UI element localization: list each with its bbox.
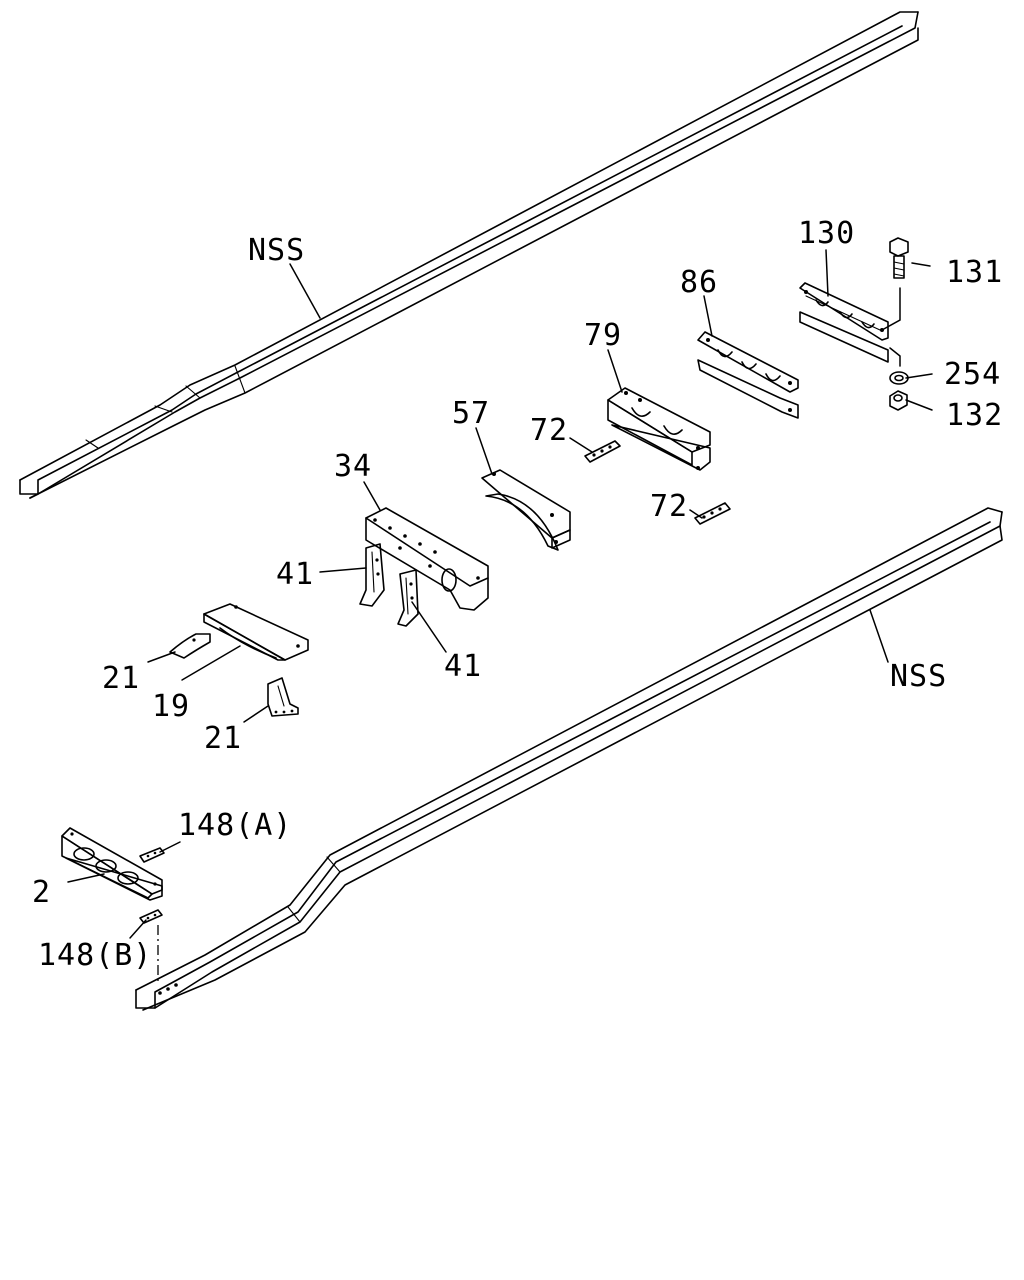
- callout-130: 130: [798, 216, 855, 251]
- callout-72-upper: 72: [530, 413, 568, 448]
- part-34-crossmember: [365, 507, 489, 611]
- part-72-lower-plate: [694, 502, 731, 525]
- callout-2: 2: [32, 875, 51, 910]
- part-2-front-crossmember: [61, 827, 163, 901]
- callout-57: 57: [452, 396, 490, 431]
- part-148a-plate: [139, 847, 165, 863]
- callout-254: 254: [944, 357, 1001, 392]
- callout-72-lower: 72: [650, 489, 688, 524]
- part-41-left-bracket: [359, 543, 385, 607]
- part-41-right-bracket: [397, 569, 419, 627]
- callout-19: 19: [152, 689, 190, 724]
- upper-side-rail: [19, 11, 919, 499]
- callout-131: 131: [946, 255, 1003, 290]
- part-19-crossmember: [203, 603, 309, 661]
- part-148b-plate: [139, 909, 163, 924]
- part-131-bolt: [881, 237, 909, 367]
- callout-41-right: 41: [444, 649, 482, 684]
- callout-41-left: 41: [276, 557, 314, 592]
- callout-34: 34: [334, 449, 372, 484]
- part-130-plate: [799, 282, 889, 363]
- callout-86: 86: [680, 265, 718, 300]
- part-21-lower-bracket: [267, 677, 299, 717]
- leader-lines: [67, 249, 933, 939]
- callout-132: 132: [946, 398, 1003, 433]
- callout-148b: 148(B): [38, 938, 152, 973]
- callout-21-lower: 21: [204, 721, 242, 756]
- callout-nss-top: NSS: [248, 233, 305, 268]
- part-132-nut: [889, 390, 908, 411]
- part-72-upper-plate: [584, 440, 621, 463]
- callout-148a: 148(A): [178, 808, 292, 843]
- callout-79: 79: [584, 318, 622, 353]
- callout-nss-bottom: NSS: [890, 659, 947, 694]
- part-86-crossmember: [697, 331, 799, 419]
- callout-21-upper: 21: [102, 661, 140, 696]
- part-57-crossmember: [481, 469, 571, 551]
- part-79-crossmember: [607, 387, 711, 471]
- part-21-upper-bracket: [169, 633, 211, 659]
- lower-side-rail: [135, 507, 1003, 1011]
